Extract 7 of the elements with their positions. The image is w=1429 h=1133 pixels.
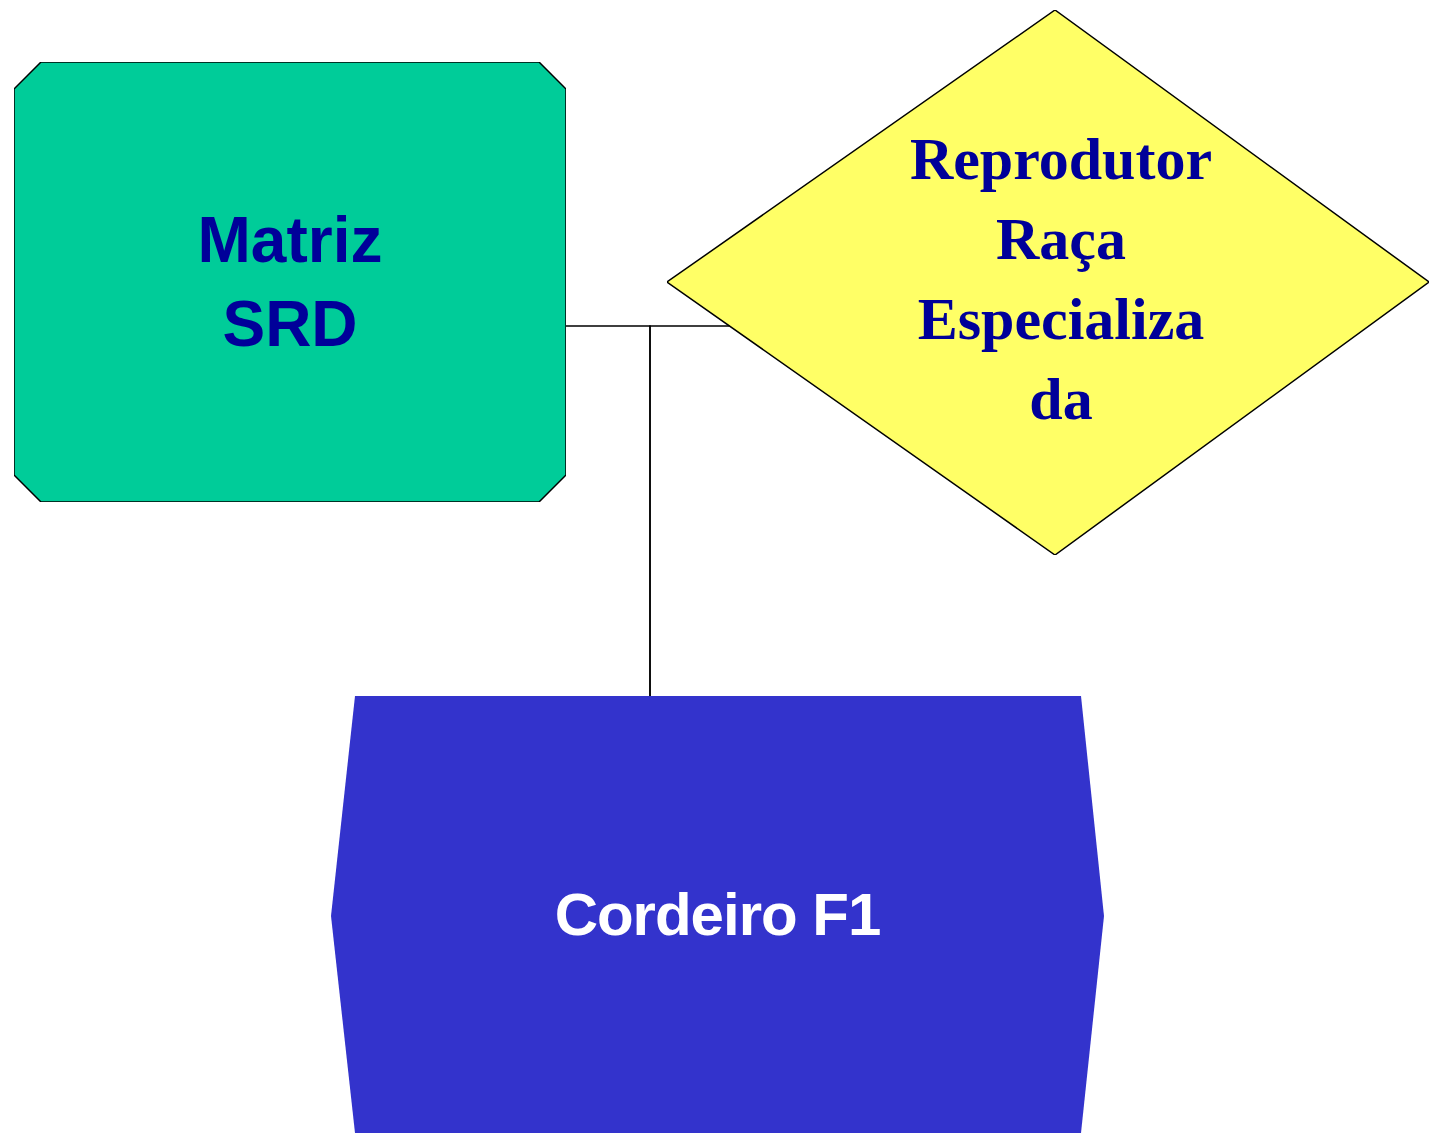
chamfered-box xyxy=(14,62,566,502)
connector-line xyxy=(649,325,731,697)
hexagon-box xyxy=(331,696,1104,1133)
node-label: Matriz SRD xyxy=(196,203,384,362)
node-label: Reprodutor Raça Especializa da xyxy=(908,124,1214,434)
decision-diamond xyxy=(667,10,1429,555)
node-label: Cordeiro F1 xyxy=(554,879,881,950)
